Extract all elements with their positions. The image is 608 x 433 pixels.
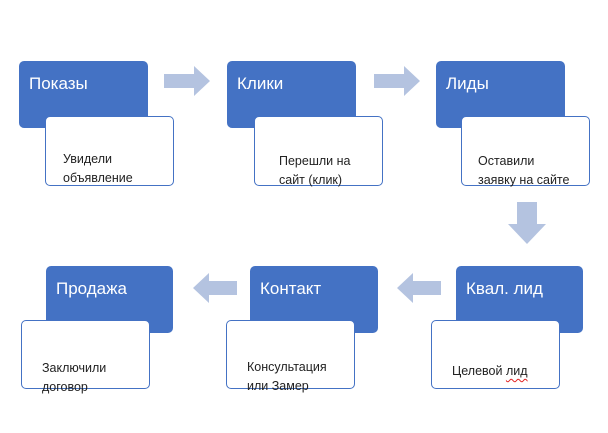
step-qualified-lead-title: Квал. лид: [466, 279, 543, 298]
step-qualified-lead-description: Целевой лид: [452, 364, 528, 378]
step-impressions-note: Увидели объявление: [45, 116, 174, 186]
step-contact-description: Консультация или Замер: [247, 360, 327, 393]
spellcheck-flagged-word: лид: [505, 364, 528, 378]
arrow-left-2: [193, 273, 237, 308]
step-clicks-note: Перешли на сайт (клик): [254, 116, 383, 187]
step-qualified-lead-note: Целевой лид: [431, 320, 560, 389]
arrow-left-1: [397, 273, 441, 308]
arrow-right-2: [374, 66, 420, 101]
arrow-down: [508, 202, 546, 249]
step-leads-note: Оставили заявку на сайте: [461, 116, 590, 187]
step-contact-title: Контакт: [260, 279, 322, 298]
step-sale-note: Заключили договор: [21, 320, 150, 394]
step-sale-description: Заключили договор: [42, 361, 107, 394]
step-contact-note: Консультация или Замер: [226, 320, 355, 393]
step-sale-title: Продажа: [56, 279, 127, 298]
step-impressions-title: Показы: [29, 74, 88, 93]
arrow-right-1: [164, 66, 210, 101]
step-leads-description: Оставили заявку на сайте: [478, 154, 570, 187]
step-clicks-description: Перешли на сайт (клик): [279, 154, 351, 187]
step-leads-title: Лиды: [446, 74, 489, 93]
step-impressions-description: Увидели объявление: [63, 152, 133, 185]
step-clicks-title: Клики: [237, 74, 284, 93]
